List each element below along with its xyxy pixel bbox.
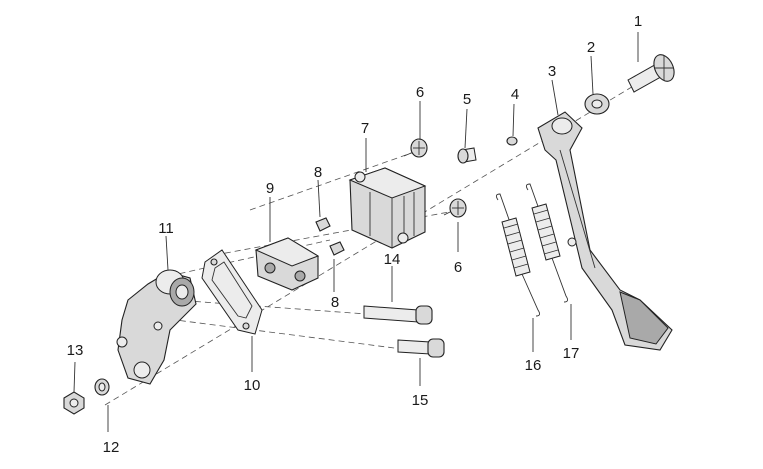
callout-16: 16 (525, 357, 542, 374)
callout-4: 4 (511, 86, 519, 103)
callout-2: 2 (587, 39, 595, 56)
part-14-bolt (363, 305, 433, 325)
callout-15: 15 (412, 392, 429, 409)
part-9-switch-body (254, 237, 320, 291)
part-10-gasket-plate (201, 249, 263, 335)
callout-10: 10 (244, 377, 261, 394)
callout-6-upper: 6 (416, 84, 424, 101)
part-13-nut (63, 391, 85, 415)
callout-7: 7 (361, 120, 369, 137)
callout-11: 11 (158, 220, 174, 237)
part-12-washer (94, 378, 110, 396)
callout-1: 1 (634, 13, 642, 30)
callout-17: 17 (563, 345, 580, 362)
callout-8-upper: 8 (314, 164, 322, 181)
callout-labels: 1 2 3 4 5 6 6 7 8 8 9 10 11 12 13 14 15 … (67, 13, 643, 456)
callout-6-lower: 6 (454, 259, 462, 276)
part-3-side-stand (537, 111, 673, 351)
callout-14: 14 (384, 251, 401, 268)
part-1-bolt (627, 54, 675, 93)
part-8-nut-upper (315, 217, 331, 232)
callout-8-lower: 8 (331, 294, 339, 311)
part-17-spring (525, 183, 569, 303)
callout-13: 13 (67, 342, 84, 359)
part-6-screw-upper (403, 138, 428, 158)
part-15-bolt (397, 338, 445, 358)
part-4-small-washer (506, 136, 518, 146)
part-2-washer (584, 93, 610, 115)
part-5-pin (457, 147, 477, 164)
leader-lines (73, 32, 639, 432)
part-16-spring (495, 193, 541, 317)
callout-9: 9 (266, 180, 274, 197)
part-7-switch-housing (348, 167, 427, 249)
part-11-bracket-assembly (116, 269, 197, 385)
callout-3: 3 (548, 63, 556, 80)
callout-5: 5 (463, 91, 471, 108)
part-6-screw-lower (443, 198, 467, 218)
callout-12: 12 (103, 439, 120, 456)
part-8-nut-lower (329, 241, 345, 256)
